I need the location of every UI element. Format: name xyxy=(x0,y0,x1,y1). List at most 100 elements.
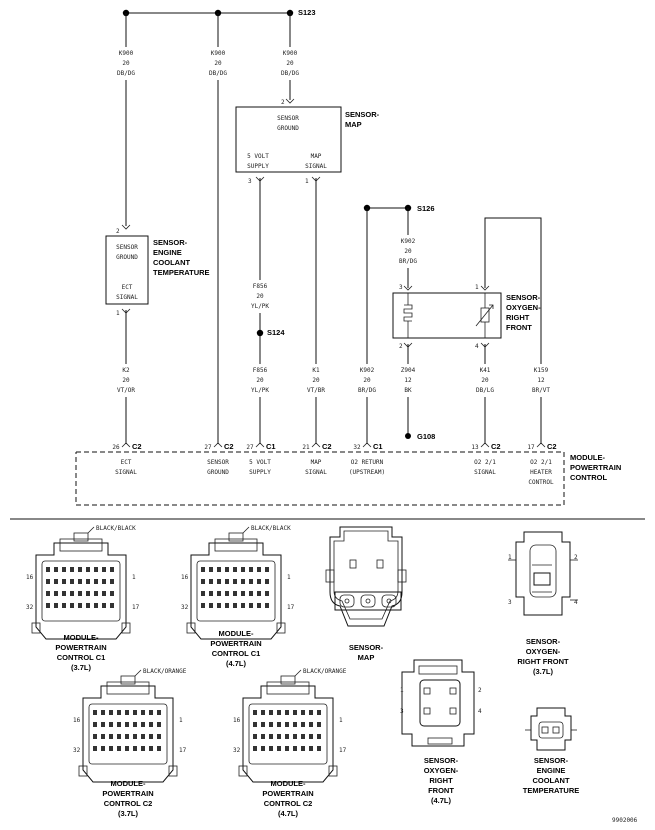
svg-text:20: 20 xyxy=(214,60,222,67)
pin-cavity xyxy=(217,579,221,584)
pin-cavity xyxy=(261,722,265,727)
svg-text:FRONT: FRONT xyxy=(506,323,532,332)
pcm-pin-connector: C2 xyxy=(224,442,234,451)
pin-cavity xyxy=(225,603,229,608)
pin-cavity xyxy=(133,746,137,751)
pcm-pin-number: 26 xyxy=(112,444,120,451)
pin-cavity xyxy=(117,746,121,751)
svg-text:3: 3 xyxy=(508,599,512,606)
svg-text:SENSOR: SENSOR xyxy=(277,115,299,122)
pin-cavity xyxy=(225,567,229,572)
pin-cavity xyxy=(86,579,90,584)
connector-view-o2-3-7l: 1 2 3 4 SENSOR- OXYGEN- RIGHT FRONT (3.7… xyxy=(508,531,578,676)
connector-title: (3.7L) xyxy=(118,809,139,818)
pin-cavity xyxy=(257,591,261,596)
pin-cavity xyxy=(269,722,273,727)
pin-cavity xyxy=(54,603,58,608)
svg-text:1: 1 xyxy=(305,178,309,185)
pin-cavity xyxy=(253,746,257,751)
pin-cavity xyxy=(78,567,82,572)
svg-text:20: 20 xyxy=(286,60,294,67)
pcm-pin-connector: C2 xyxy=(547,442,557,451)
pin-cavity xyxy=(110,603,114,608)
pcm-pin-label: SUPPLY xyxy=(249,469,271,476)
pin-cavity xyxy=(257,603,261,608)
svg-text:Z904: Z904 xyxy=(401,367,416,374)
pin-cavity xyxy=(86,567,90,572)
svg-text:ENGINE: ENGINE xyxy=(153,248,182,257)
pin-cavity xyxy=(261,734,265,739)
connector-title: MODULE- xyxy=(271,779,306,788)
pin-cavity xyxy=(109,722,113,727)
pin-cavity xyxy=(94,567,98,572)
svg-text:SENSOR: SENSOR xyxy=(116,244,138,251)
pcm-pin-label: HEATER xyxy=(530,469,552,476)
pin-cavity xyxy=(301,710,305,715)
pin-cavity xyxy=(249,603,253,608)
connector-view-o2-4-7l: 1 2 3 4 SENSOR- OXYGEN- RIGHT FRONT (4.7… xyxy=(400,659,482,805)
pin-cavity xyxy=(157,722,161,727)
pin-cavity xyxy=(209,603,213,608)
svg-text:3: 3 xyxy=(399,284,403,291)
svg-text:BR/VT: BR/VT xyxy=(532,387,550,394)
svg-text:SENSOR-: SENSOR- xyxy=(424,756,459,765)
connector-title: POWERTRAIN xyxy=(55,643,106,652)
pin-cavity xyxy=(233,567,237,572)
svg-text:DB/DG: DB/DG xyxy=(209,70,227,77)
pin-cavity xyxy=(265,591,269,596)
svg-text:OXYGEN-: OXYGEN- xyxy=(506,303,541,312)
pin-cavity xyxy=(86,591,90,596)
connector-view-ect: SENSOR- ENGINE COOLANT TEMPERATURE xyxy=(523,707,580,795)
pin-cavity xyxy=(301,746,305,751)
svg-text:VT/BR: VT/BR xyxy=(307,387,325,394)
pin-cavity xyxy=(157,734,161,739)
pin-cavity xyxy=(301,734,305,739)
pin-cavity xyxy=(102,567,106,572)
connector-title: CONTROL C1 xyxy=(57,653,106,662)
pin-cavity xyxy=(86,603,90,608)
pin-cavity xyxy=(133,722,137,727)
pin-cavity xyxy=(233,591,237,596)
pin-cavity xyxy=(62,603,66,608)
connector-pin-number: 17 xyxy=(132,604,140,611)
pin-cavity xyxy=(233,579,237,584)
pin-cavity xyxy=(285,734,289,739)
pin-cavity xyxy=(277,722,281,727)
pin-cavity xyxy=(201,603,205,608)
svg-text:DB/DG: DB/DG xyxy=(117,70,135,77)
svg-text:2: 2 xyxy=(116,228,120,235)
pin-cavity xyxy=(54,579,58,584)
pin-cavity xyxy=(241,603,245,608)
pin-cavity xyxy=(94,603,98,608)
pcm-pin-label: SENSOR xyxy=(207,459,229,466)
pin-cavity xyxy=(285,746,289,751)
connector-title: (3.7L) xyxy=(71,663,92,672)
pin-cavity xyxy=(102,591,106,596)
connector-color-label: BLACK/ORANGE xyxy=(143,668,187,675)
pcm-pin-label: O2 2/1 xyxy=(474,459,496,466)
svg-text:1: 1 xyxy=(400,687,404,694)
pin-cavity xyxy=(317,722,321,727)
pin-cavity xyxy=(225,591,229,596)
svg-text:RIGHT: RIGHT xyxy=(429,776,453,785)
pin-cavity xyxy=(249,591,253,596)
svg-text:TEMPERATURE: TEMPERATURE xyxy=(523,786,580,795)
pin-cavity xyxy=(265,579,269,584)
svg-text:POWERTRAIN: POWERTRAIN xyxy=(570,463,621,472)
connector-color-label: BLACK/BLACK xyxy=(96,525,136,532)
svg-text:12: 12 xyxy=(404,377,412,384)
pin-cavity xyxy=(62,579,66,584)
svg-text:K159: K159 xyxy=(534,367,549,374)
pcm-pin-label: (UPSTREAM) xyxy=(349,469,385,476)
pcm-pin-connector: C1 xyxy=(266,442,276,451)
svg-text:K41: K41 xyxy=(480,367,491,374)
connector-title: MODULE- xyxy=(64,633,99,642)
pin-cavity xyxy=(141,734,145,739)
pin-cavity xyxy=(78,603,82,608)
pin-cavity xyxy=(101,722,105,727)
svg-text:2: 2 xyxy=(399,343,403,350)
connector-title: (4.7L) xyxy=(226,659,247,668)
svg-text:5 VOLT: 5 VOLT xyxy=(247,153,269,160)
wire-z904: Z904 12 BK G108 xyxy=(394,344,435,441)
